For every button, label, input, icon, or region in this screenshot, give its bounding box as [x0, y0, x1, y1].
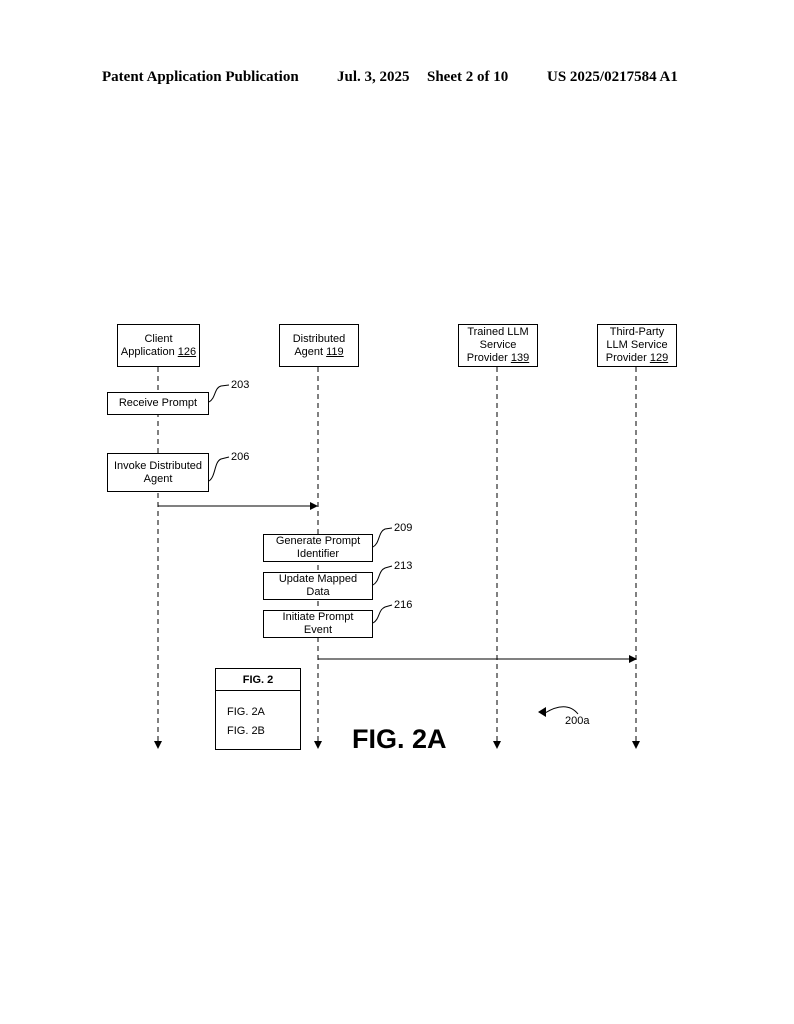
- step-generate-prompt-identifier: Generate Prompt Identifier: [263, 534, 373, 562]
- leader-200a: [544, 706, 579, 715]
- step-initiate-prompt-event: Initiate Prompt Event: [263, 610, 373, 638]
- step-invoke-distributed-agent: Invoke Distributed Agent: [107, 453, 209, 492]
- publication-title: Patent Application Publication: [102, 69, 299, 85]
- step-update-mapped-data: Update Mapped Data: [263, 572, 373, 600]
- figure-label: FIG. 2A: [352, 724, 447, 754]
- legend-item-fig-2b: FIG. 2B: [227, 725, 265, 737]
- sheet-number: Sheet 2 of 10: [427, 69, 509, 85]
- leader-200a-arrowhead: [538, 707, 546, 717]
- legend-title: FIG. 2: [216, 669, 300, 691]
- publication-date: Jul. 3, 2025: [337, 69, 410, 85]
- ref-213: 213: [394, 560, 413, 572]
- publication-number: US 2025/0217584 A1: [547, 69, 678, 85]
- leader-213: [372, 565, 393, 586]
- leader-206: [208, 456, 230, 482]
- figure-ref-200a: 200a: [565, 715, 590, 727]
- lifeline-box-client-application: Client Application 126: [117, 324, 200, 367]
- ref-203: 203: [231, 379, 250, 391]
- lifeline-box-trained-llm-provider: Trained LLM Service Provider 139: [458, 324, 538, 367]
- legend-item-fig-2a: FIG. 2A: [227, 706, 265, 718]
- leader-216: [372, 604, 393, 624]
- figure-legend: FIG. 2 FIG. 2A FIG. 2B: [215, 668, 301, 750]
- lifeline-box-third-party-llm-provider: Third-Party LLM Service Provider 129: [597, 324, 677, 367]
- lifeline-box-distributed-agent: Distributed Agent 119: [279, 324, 359, 367]
- ref-209: 209: [394, 522, 413, 534]
- leader-203: [208, 384, 230, 403]
- ref-216: 216: [394, 599, 413, 611]
- step-receive-prompt: Receive Prompt: [107, 392, 209, 415]
- leader-209: [372, 527, 393, 548]
- ref-206: 206: [231, 451, 250, 463]
